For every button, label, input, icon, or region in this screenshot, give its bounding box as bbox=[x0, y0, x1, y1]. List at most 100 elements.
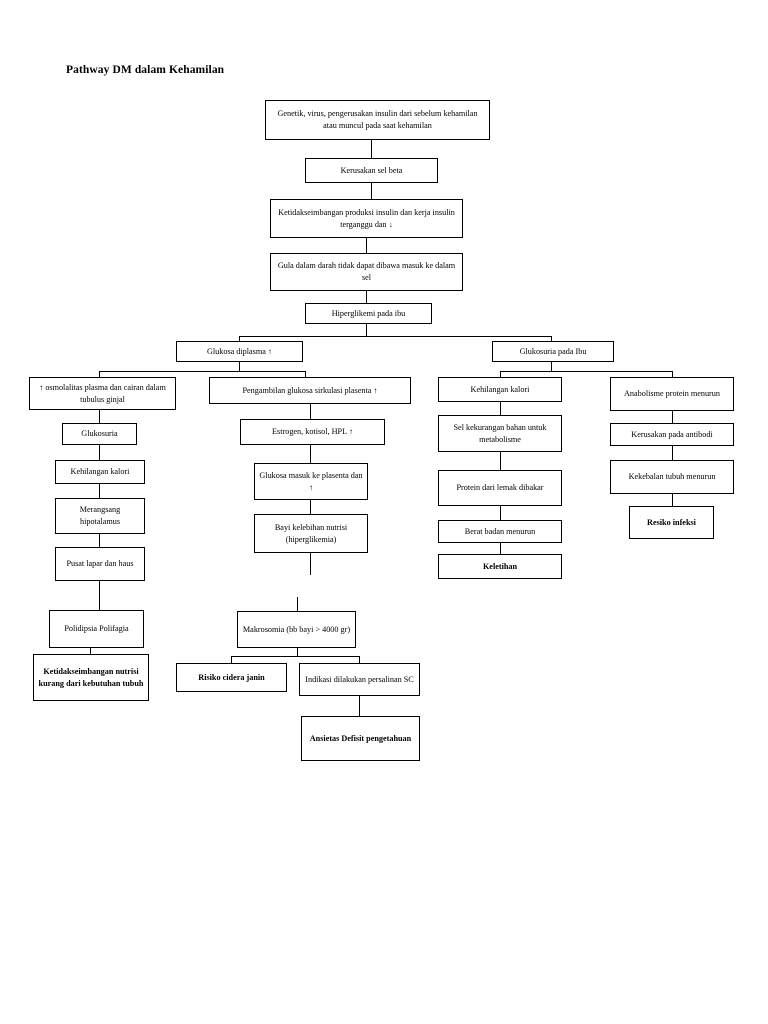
node-label: Ansietas Defisit pengetahuan bbox=[309, 733, 412, 743]
node-bayi-kelebihan-nutrisi[interactable]: Bayi kelebihan nutrisi (hiperglikemia) bbox=[254, 514, 368, 553]
node-label: Resiko infeksi bbox=[647, 517, 696, 527]
connector-n8-n12 bbox=[99, 409, 100, 423]
node-label: Glukosuria pada Ibu bbox=[519, 346, 587, 356]
node-label: Glukosuria bbox=[81, 429, 118, 439]
node-label: ↑ osmolalitas plasma dan cairan dalam tu… bbox=[39, 382, 166, 404]
node-merangsang-hipotalamus[interactable]: Merangsang hipotalamus bbox=[55, 498, 145, 534]
connector-n1-n2 bbox=[371, 140, 372, 159]
node-glukosa-diplasma[interactable]: Glukosa diplasma ↑ bbox=[176, 341, 303, 362]
connector-bus-to-n7 bbox=[551, 336, 552, 341]
node-label: Makrosomia (bb bayi > 4000 gr) bbox=[242, 624, 351, 634]
node-ketidakseimbangan-nutrisi[interactable]: Ketidakseimbangan nutrisi kurang dari ke… bbox=[33, 654, 149, 701]
connector-n6-down bbox=[239, 361, 240, 371]
node-label: Indikasi dilakukan persalinan SC bbox=[305, 674, 414, 684]
node-protein-dari-lemak-dibakar[interactable]: Protein dari lemak dibakar bbox=[438, 470, 562, 506]
node-glukosa-masuk-plasenta[interactable]: Glukosa masuk ke plasenta dan ↑ bbox=[254, 463, 368, 500]
node-resiko-infeksi[interactable]: Resiko infeksi bbox=[629, 506, 714, 539]
connector-n13-n17 bbox=[310, 445, 311, 463]
connector-n27-down bbox=[297, 648, 298, 656]
node-label: Berat badan menurun bbox=[464, 526, 536, 536]
node-label: Glukosa diplasma ↑ bbox=[206, 346, 273, 356]
page-title: Pathway DM dalam Kehamilan bbox=[66, 64, 225, 76]
connector-n7-down bbox=[551, 361, 552, 371]
node-kehilangan-kalori-kanan[interactable]: Kehilangan kalori bbox=[438, 377, 562, 402]
connector-n14-n18 bbox=[500, 452, 501, 470]
node-berat-badan-menurun[interactable]: Berat badan menurun bbox=[438, 520, 562, 543]
connector-n18-n22 bbox=[500, 506, 501, 520]
node-label: Ketidakseimbangan produksi insulin dan k… bbox=[278, 207, 455, 229]
connector-n17-n21 bbox=[310, 500, 311, 514]
node-label: Merangsang hipotalamus bbox=[79, 505, 121, 526]
connector-n3-n4 bbox=[366, 237, 367, 253]
connector-n12-n16 bbox=[99, 445, 100, 460]
connector-bus-main bbox=[239, 336, 552, 337]
connector-bus-to-n29 bbox=[231, 656, 232, 663]
node-label: Bayi kelebihan nutrisi (hiperglikemia) bbox=[274, 522, 348, 544]
node-label: Kerusakan pada antibodi bbox=[631, 429, 713, 439]
connector-bus-to-n30 bbox=[359, 656, 360, 663]
connector-n10-n14 bbox=[500, 401, 501, 415]
node-kehilangan-kalori-kiri[interactable]: Kehilangan kalori bbox=[55, 460, 145, 484]
node-label: Estrogen, kotisol, HPL ↑ bbox=[272, 427, 353, 437]
node-anabolisme-protein-menurun[interactable]: Anabolisme protein menurun bbox=[610, 377, 734, 411]
connector-n20-n24 bbox=[99, 534, 100, 547]
node-label: Glukosa masuk ke plasenta dan ↑ bbox=[259, 470, 363, 492]
node-label: Gula dalam darah tidak dapat dibawa masu… bbox=[277, 261, 456, 282]
node-label: Pusat lapar dan haus bbox=[66, 559, 134, 569]
node-label: Kekebalan tubuh menurun bbox=[628, 472, 716, 482]
node-label: Kerusakan sel beta bbox=[340, 165, 403, 175]
node-risiko-cidera-janin[interactable]: Risiko cidera janin bbox=[176, 663, 287, 692]
node-label: Risiko cidera janin bbox=[198, 672, 265, 682]
connector-bus-to-n10 bbox=[500, 371, 501, 377]
node-label: Kehilangan kalori bbox=[70, 467, 130, 477]
node-ketidakseimbangan-insulin[interactable]: Ketidakseimbangan produksi insulin dan k… bbox=[270, 199, 463, 238]
node-sel-kekurangan-bahan[interactable]: Sel kekurangan bahan untuk metabolisme bbox=[438, 415, 562, 452]
connector-n16-n20 bbox=[99, 484, 100, 498]
node-label: Hiperglikemi pada ibu bbox=[331, 308, 406, 318]
node-kerusakan-pada-antibodi[interactable]: Kerusakan pada antibodi bbox=[610, 423, 734, 446]
node-ansietas-defisit-pengetahuan[interactable]: Ansietas Defisit pengetahuan bbox=[301, 716, 420, 761]
connector-n11-n15 bbox=[672, 410, 673, 423]
node-makrosomia[interactable]: Makrosomia (bb bayi > 4000 gr) bbox=[237, 611, 356, 648]
connector-bus-to-n11 bbox=[672, 371, 673, 377]
connector-n26-n28 bbox=[90, 648, 91, 654]
node-gula-darah-tidak-masuk-sel[interactable]: Gula dalam darah tidak dapat dibawa masu… bbox=[270, 253, 463, 291]
connector-bus-left bbox=[99, 371, 305, 372]
node-pusat-lapar-dan-haus[interactable]: Pusat lapar dan haus bbox=[55, 547, 145, 581]
connector-n4-n5 bbox=[366, 290, 367, 303]
connector-n30-n31 bbox=[359, 695, 360, 716]
connector-bus-to-n9 bbox=[305, 371, 306, 377]
node-polidipsia-polifagia[interactable]: Polidipsia Polifagia bbox=[49, 610, 144, 648]
node-label: Ketidakseimbangan nutrisi kurang dari ke… bbox=[38, 666, 144, 688]
node-label: Anabolisme protein menurun bbox=[624, 389, 720, 399]
node-hiperglikemi-pada-ibu[interactable]: Hiperglikemi pada ibu bbox=[305, 303, 432, 324]
connector-n5-down bbox=[366, 323, 367, 336]
connector-bus-to-n8 bbox=[99, 371, 100, 377]
node-label: Genetik, virus, pengerusakan insulin dar… bbox=[277, 109, 478, 130]
connector-bus-right bbox=[500, 371, 672, 372]
node-label: Sel kekurangan bahan untuk metabolisme bbox=[453, 422, 547, 444]
node-label: Protein dari lemak dibakar bbox=[456, 483, 544, 493]
connector-n24-n26 bbox=[99, 581, 100, 610]
node-glukosuria-pada-ibu[interactable]: Glukosuria pada Ibu bbox=[492, 341, 614, 362]
node-kerusakan-sel-beta[interactable]: Kerusakan sel beta bbox=[305, 158, 438, 183]
node-kekebalan-tubuh-menurun[interactable]: Kekebalan tubuh menurun bbox=[610, 460, 734, 494]
node-keletihan[interactable]: Keletihan bbox=[438, 554, 562, 579]
connector-bus-to-n6 bbox=[239, 336, 240, 341]
connector-n2-n3 bbox=[371, 182, 372, 199]
node-label: Keletihan bbox=[482, 561, 518, 571]
node-estrogen-kotisol-hpl[interactable]: Estrogen, kotisol, HPL ↑ bbox=[240, 419, 385, 445]
node-label: Kehilangan kalori bbox=[470, 384, 530, 394]
node-indikasi-persalinan-sc[interactable]: Indikasi dilakukan persalinan SC bbox=[299, 663, 420, 696]
connector-n21-n27 bbox=[297, 597, 298, 611]
connector-bus-makrosomia bbox=[231, 656, 359, 657]
node-genetik-virus[interactable]: Genetik, virus, pengerusakan insulin dar… bbox=[265, 100, 490, 140]
node-osmolalitas-plasma[interactable]: ↑ osmolalitas plasma dan cairan dalam tu… bbox=[29, 377, 176, 410]
connector-n19-n23 bbox=[672, 494, 673, 506]
node-pengambilan-glukosa-plasenta[interactable]: Pengambilan glukosa sirkulasi plasenta ↑ bbox=[209, 377, 411, 404]
connector-n9-n13 bbox=[310, 403, 311, 419]
node-glukosuria[interactable]: Glukosuria bbox=[62, 423, 137, 445]
node-label: Pengambilan glukosa sirkulasi plasenta ↑ bbox=[242, 385, 378, 395]
connector-n22-n25 bbox=[500, 543, 501, 554]
